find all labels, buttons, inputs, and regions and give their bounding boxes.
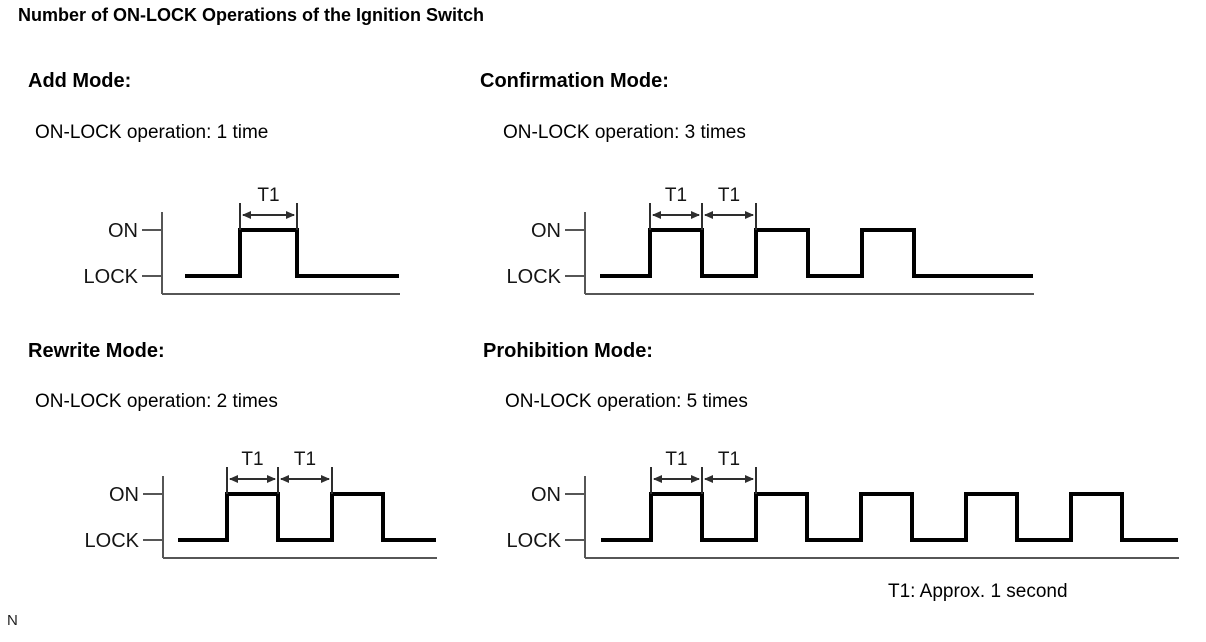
arrow-head-left [229,475,238,483]
mode-title-add: Add Mode: [28,70,132,92]
arrow-head-right [267,475,276,483]
arrow-head-right [691,211,700,219]
t1-dimension-label: T1 [718,449,740,470]
timing-diagram-rewrite: ON LOCK T1 T1 [85,449,437,559]
t1-dimension-label: T1 [665,185,687,206]
lock-axis-label: LOCK [85,530,140,552]
timing-diagram-prohibition: ON LOCK T1 T1 [507,449,1179,559]
t1-dimension-label: T1 [241,449,263,470]
arrow-head-left [704,475,713,483]
timing-diagram-add: ON LOCK T1 [84,185,400,295]
waveform-line [600,228,1033,278]
page-marker: N [7,612,18,629]
arrow-head-right [691,475,700,483]
timing-diagram-confirmation: ON LOCK T1 T1 [507,185,1034,295]
on-axis-label: ON [531,220,561,242]
mode-operation-add: ON-LOCK operation: 1 time [35,122,269,143]
arrow-head-right [286,211,295,219]
mode-title-rewrite: Rewrite Mode: [28,340,165,362]
mode-title-confirmation: Confirmation Mode: [480,70,669,92]
arrow-head-right [321,475,330,483]
waveform-line [178,492,436,542]
on-axis-label: ON [108,220,138,242]
lock-axis-label: LOCK [84,266,139,288]
t1-dimension-label: T1 [257,185,279,206]
mode-operation-rewrite: ON-LOCK operation: 2 times [35,391,278,412]
arrow-head-right [745,211,754,219]
arrow-head-left [242,211,251,219]
mode-operation-confirmation: ON-LOCK operation: 3 times [503,122,746,143]
arrow-head-left [280,475,289,483]
t1-dimension-label: T1 [294,449,316,470]
on-axis-label: ON [109,484,139,506]
arrow-head-left [704,211,713,219]
mode-title-prohibition: Prohibition Mode: [483,340,653,362]
lock-axis-label: LOCK [507,530,562,552]
arrow-head-left [653,475,662,483]
arrow-head-right [745,475,754,483]
arrow-head-left [652,211,661,219]
waveform-line [601,492,1178,542]
waveform-line [185,228,399,278]
t1-duration-footnote: T1: Approx. 1 second [888,581,1068,602]
page-title: Number of ON-LOCK Operations of the Igni… [18,5,484,25]
t1-dimension-label: T1 [718,185,740,206]
lock-axis-label: LOCK [507,266,562,288]
mode-operation-prohibition: ON-LOCK operation: 5 times [505,391,748,412]
t1-dimension-label: T1 [665,449,687,470]
on-axis-label: ON [531,484,561,506]
